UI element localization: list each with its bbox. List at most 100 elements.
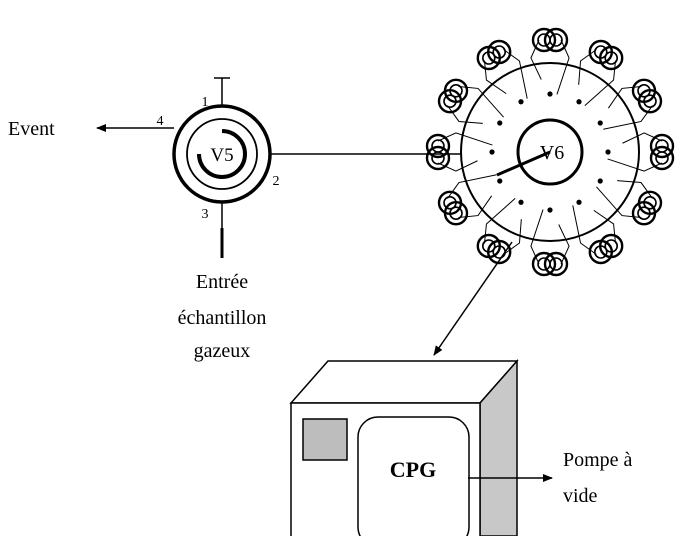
- port-1-label: 1: [202, 95, 209, 110]
- sample-loops-group: [425, 27, 675, 277]
- pump-label-line1: Pompe à: [563, 449, 633, 471]
- loop-coil-inner: [443, 94, 457, 108]
- loop-coil-inner: [594, 45, 608, 59]
- loop-coil-inner: [637, 206, 651, 220]
- loop-tube-out: [437, 160, 478, 172]
- v6-rotor: [496, 150, 551, 177]
- cpg-top-face: [289, 360, 519, 404]
- loop-coil-ring: [531, 251, 557, 277]
- loop-port-dot: [576, 199, 582, 205]
- loop-port-dot: [605, 149, 611, 155]
- sample-loop: [572, 199, 624, 265]
- loop-tube-out: [593, 209, 617, 244]
- loop-coil-inner: [443, 196, 457, 210]
- loop-tube-in: [458, 85, 504, 118]
- loop-tube-in: [437, 132, 493, 146]
- loop-coil-ring: [543, 251, 569, 277]
- port-3-label: 3: [202, 207, 209, 222]
- loop-coil-inner: [431, 151, 445, 165]
- loop-coil-inner: [482, 51, 496, 65]
- loop-port-dot: [547, 207, 553, 213]
- valve-v5: V5 1 2 3 4: [96, 77, 518, 258]
- port-2-label: 2: [273, 174, 280, 189]
- loop-tube-in: [596, 186, 642, 219]
- loop-tube-out: [458, 195, 493, 219]
- loop-coil-inner: [594, 245, 608, 259]
- sample-loop: [597, 78, 663, 130]
- sample-loop: [425, 132, 495, 172]
- loop-port-dot: [597, 178, 603, 184]
- loop-coil-ring: [425, 133, 451, 159]
- loop-coil-inner: [449, 84, 463, 98]
- loop-tube-in: [607, 158, 663, 172]
- loop-coil-inner: [604, 239, 618, 253]
- loop-tube-out: [530, 39, 542, 80]
- sample-loop: [437, 174, 503, 226]
- v5-inner-ring: [186, 118, 258, 190]
- loop-tube-in: [483, 198, 516, 244]
- loop-coil-inner: [643, 94, 657, 108]
- loop-tube-out: [558, 224, 570, 265]
- loop-coil-ring: [531, 27, 557, 53]
- loop-coil-inner: [655, 139, 669, 153]
- loop-coil-ring: [425, 145, 451, 171]
- loop-tube-out: [607, 85, 642, 109]
- v6-label: V6: [540, 142, 564, 164]
- sample-loop: [476, 39, 528, 105]
- loop-coil-inner: [492, 45, 506, 59]
- cpg-door: [357, 416, 470, 536]
- loop-coil-inner: [604, 51, 618, 65]
- sample-loop: [437, 78, 504, 126]
- loop-port-dot: [547, 91, 553, 97]
- loop-coil-inner: [482, 239, 496, 253]
- loop-coil-inner: [537, 33, 551, 47]
- sample-loop: [596, 178, 663, 226]
- valve-v6: V6: [425, 27, 675, 277]
- v5-rotor-right-arc: [221, 129, 247, 179]
- loop-port-dot: [497, 178, 503, 184]
- loop-coil-inner: [643, 196, 657, 210]
- loop-tube-in: [530, 209, 544, 265]
- loop-tube-in: [447, 174, 497, 199]
- loop-tube-in: [556, 39, 570, 95]
- loop-tube-in: [572, 205, 597, 255]
- loop-coil-ring: [543, 27, 569, 53]
- inlet-label-line3: gazeux: [194, 340, 251, 362]
- inlet-label-line1: Entrée: [196, 271, 248, 293]
- loop-port-dot: [489, 149, 495, 155]
- cpg-panel: [302, 418, 348, 461]
- inlet-label-line2: échantillon: [178, 307, 267, 329]
- loop-tube-in: [584, 60, 617, 106]
- loop-coil-ring: [649, 145, 675, 171]
- loop-tube-out: [617, 180, 653, 199]
- loop-coil-inner: [549, 257, 563, 271]
- event-label: Event: [8, 118, 55, 140]
- v6-to-cpg-arrow: [433, 241, 513, 356]
- loop-coil-ring: [649, 133, 675, 159]
- pump-label-line2: vide: [563, 485, 598, 507]
- sample-loop: [576, 39, 624, 106]
- loop-tube-out: [622, 132, 663, 144]
- sample-loop: [605, 132, 675, 172]
- cpg-instrument: CPG: [289, 359, 519, 536]
- loop-port-dot: [518, 199, 524, 205]
- loop-coil-inner: [449, 206, 463, 220]
- v5-rotor-left-arc: [197, 153, 223, 179]
- loop-port-dot: [576, 99, 582, 105]
- loop-port-dot: [497, 120, 503, 126]
- v5-label: V5: [210, 145, 233, 166]
- loop-tube-in: [503, 49, 528, 99]
- loop-tube-out: [578, 49, 597, 85]
- loop-port-dot: [518, 99, 524, 105]
- sample-loop: [530, 207, 570, 277]
- loop-tube-out: [503, 219, 522, 255]
- sample-loop: [530, 27, 570, 97]
- loop-tube-out: [483, 60, 507, 95]
- loop-coil-inner: [637, 84, 651, 98]
- cpg-label: CPG: [390, 457, 436, 482]
- sample-loop: [476, 198, 524, 265]
- loop-tube-out: [447, 105, 483, 124]
- loop-tube-in: [603, 105, 653, 130]
